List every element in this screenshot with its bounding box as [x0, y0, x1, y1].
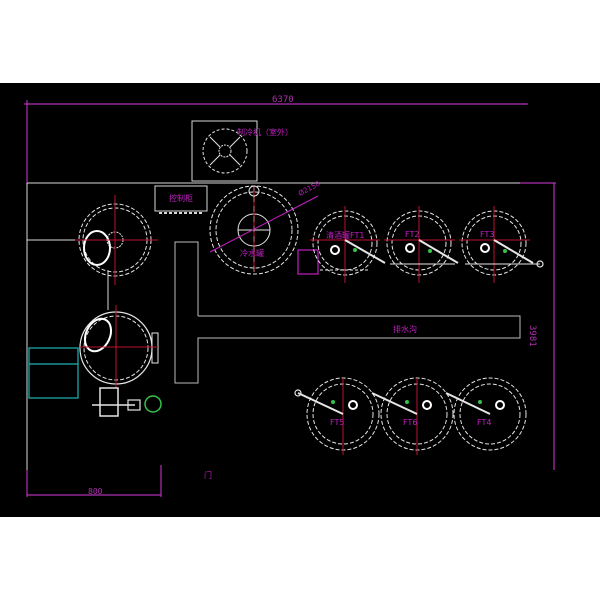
- water-cabinet: [28, 347, 79, 399]
- brew-kettle-upper: [75, 195, 158, 285]
- ft6-label: FT6: [403, 418, 417, 427]
- dimension-overall-width: [24, 100, 528, 185]
- ft3-label: FT3: [480, 230, 494, 239]
- drain-trench-label: 排水沟: [393, 324, 417, 334]
- door-label: 门: [204, 470, 212, 480]
- chiller-label: 制冷机（室外）: [237, 127, 293, 137]
- ft5-label: FT5: [330, 418, 344, 427]
- ft1-label: 清酒罐FT1: [326, 230, 364, 240]
- ft4-label: FT4: [477, 418, 491, 427]
- fermenter-ft4: [445, 377, 527, 451]
- dimension-left-offset: [26, 465, 162, 497]
- fermenter-ft5: [294, 377, 380, 455]
- cold-water-tank-label: 冷水罐: [240, 248, 264, 258]
- control-cabinet: [154, 185, 208, 214]
- fermenter-ft2: [384, 206, 459, 283]
- dimension-overall-depth: [520, 182, 556, 470]
- drain-trench: [174, 241, 521, 384]
- fermenter-ft3: [459, 206, 544, 283]
- ft2-label: FT2: [405, 230, 419, 239]
- mash-tun-lower: [79, 305, 159, 388]
- fermenter-ft1: [310, 206, 386, 283]
- chiller-unit: [191, 120, 258, 182]
- heat-exchanger-pump: [92, 387, 162, 417]
- dimension-offset-label: 800: [88, 487, 103, 496]
- tank-diameter-label: Ø2150: [297, 180, 321, 198]
- control-cabinet-label: 控制柜: [169, 193, 193, 203]
- cold-water-tank: [209, 185, 319, 275]
- dimension-depth-label: 3981: [527, 325, 537, 347]
- dimension-width-label: 6370: [272, 95, 294, 105]
- cad-canvas: [0, 83, 600, 517]
- fermenter-ft6: [371, 377, 454, 455]
